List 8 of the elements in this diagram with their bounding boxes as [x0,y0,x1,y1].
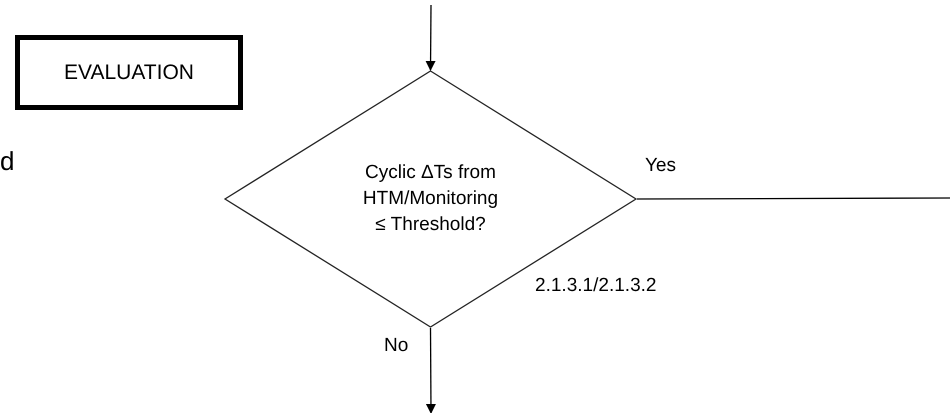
connector-line [637,197,950,200]
text-label: d [0,148,14,174]
arrow [426,5,436,71]
reference-number: 2.1.3.1/2.1.3.2 [535,274,656,298]
node-text: EVALUATION [64,60,194,86]
process-box [15,35,243,110]
arrow [426,328,436,413]
node-text: Cyclic ΔTs from HTM/Monitoring ≤ Threshold? [362,161,500,237]
